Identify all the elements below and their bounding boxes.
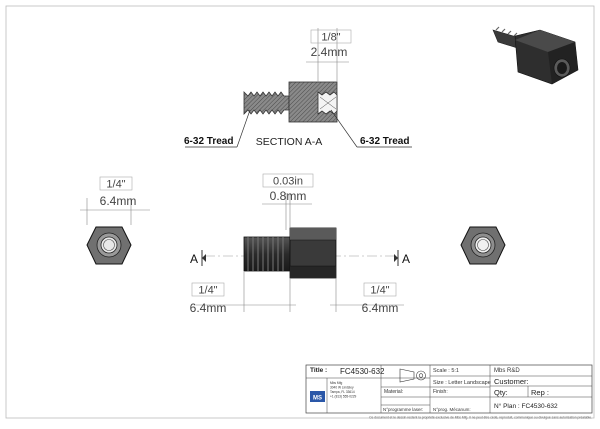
section-female-thread	[317, 91, 338, 115]
thread-callout-right: 6-32 Tread	[360, 136, 409, 147]
programme-label: N°programme laser:	[383, 407, 423, 412]
section-dim-inch: 1/8"	[321, 32, 340, 44]
title-label: Title :	[310, 367, 327, 374]
front-view	[205, 227, 395, 279]
thread-callouts: 6-32 Tread 6-32 Tread SECTION A-A	[184, 109, 412, 148]
footer-note: Ce document et le dessin restent la prop…	[369, 416, 592, 420]
prog-mecanum-label: N°prog. Mécanum:	[433, 407, 471, 412]
sheet-border	[5, 5, 595, 419]
section-marker-left: A	[190, 252, 198, 266]
end-view-dimension: 1/4" 6.4mm	[80, 176, 150, 225]
section-male-thread	[243, 91, 290, 115]
lower-right-dim-inch: 1/4"	[370, 285, 389, 297]
projection-symbol	[399, 368, 426, 383]
left-hex-view	[86, 226, 132, 265]
section-dim-mm: 2.4mm	[311, 45, 348, 59]
section-marker-right: A	[402, 252, 410, 266]
end-view-dim-mm: 6.4mm	[100, 194, 137, 208]
front-male-thread	[243, 236, 291, 272]
section-depth-dimension: 1/8" 2.4mm	[306, 28, 352, 82]
size-text: Size : Letter Landscape	[433, 380, 491, 386]
section-view	[243, 81, 338, 123]
customer-label: Customer:	[494, 377, 529, 386]
lower-right-dim-mm: 6.4mm	[362, 301, 399, 315]
gap-dimension: 0.03in 0.8mm	[262, 173, 314, 230]
title-value: FC4530-632	[340, 367, 385, 376]
rep-label: Rep :	[531, 388, 549, 397]
right-hex-view	[460, 226, 506, 265]
scale-text: Scale : 5:1	[433, 368, 459, 374]
gap-dim-inch: 0.03in	[273, 176, 303, 188]
company-logo: MS	[310, 391, 325, 402]
gap-dim-mm: 0.8mm	[270, 189, 307, 203]
address-line-4: +1 (813) 555-0229	[330, 395, 357, 399]
logo-text: MS	[313, 396, 322, 402]
section-markers: A A	[190, 250, 410, 266]
finish-label: Finish:	[433, 389, 448, 395]
plan-number: N° Plan : FC4530-632	[494, 402, 558, 410]
title-block: Title : FC4530-632 Scale : 5:1 Size : Le…	[305, 364, 593, 420]
address-line-3: Tampa, FL 33614	[330, 390, 355, 394]
lower-left-dimension: 1/4" 6.4mm	[190, 272, 296, 315]
address-line-1: Mbs Mfg	[330, 381, 342, 385]
lower-left-dim-inch: 1/4"	[198, 285, 217, 297]
material-label: Material:	[384, 389, 403, 395]
lower-right-dimension: 1/4" 6.4mm	[330, 278, 404, 315]
end-view-dim-inch: 1/4"	[106, 179, 125, 191]
isometric-view	[492, 26, 579, 85]
address-line-2: 3040 W Lindsley	[330, 386, 354, 390]
company-name: Mbs R&D	[494, 368, 520, 374]
section-label: SECTION A-A	[256, 136, 323, 148]
thread-callout-left: 6-32 Tread	[184, 136, 233, 147]
lower-left-dim-mm: 6.4mm	[190, 301, 227, 315]
qty-label: Qty:	[494, 388, 508, 397]
